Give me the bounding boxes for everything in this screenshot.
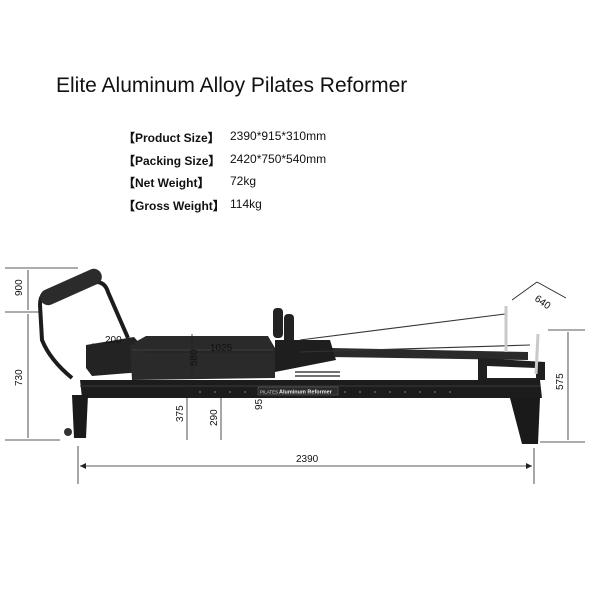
dim-label-width: 640: [532, 293, 552, 312]
headrest: [86, 337, 142, 376]
spec-label: 【Gross Weight】: [123, 198, 225, 213]
chrome-post: [534, 333, 540, 375]
spec-value: 114kg: [230, 196, 262, 211]
shoulder-block: [284, 314, 294, 344]
dim-label-carriage-length: 1025: [210, 343, 233, 354]
far-rail: [330, 348, 528, 360]
brand-plate-brand: PILATES: [260, 390, 278, 395]
reformer-illustration: PILATES Aluminum Reformer: [38, 268, 545, 444]
brand-plate-model: Aluminum Reformer: [279, 390, 333, 396]
dim-label-frame-height: 900: [14, 279, 25, 296]
head-end-leg: [72, 395, 88, 438]
dim-label-height: 730: [14, 369, 25, 386]
dimension-annotations: 900 730 200 580 1025 375 290 95 640 575: [5, 267, 585, 484]
carriage-pad: [130, 336, 275, 380]
dim-label-headrest: 200: [105, 335, 122, 346]
spec-value: 72kg: [230, 174, 257, 188]
dim-label-depth-b: 290: [209, 409, 220, 426]
dim-label-depth-c: 95: [254, 398, 265, 410]
rail-holes: [199, 391, 451, 393]
dim-label-carriage-width: 580: [189, 349, 200, 366]
caster-wheel: [64, 428, 72, 436]
dim-label-length: 2390: [296, 454, 319, 465]
spec-value: 2390*915*310mm: [230, 129, 327, 143]
spec-value: 2420*750*540mm: [230, 151, 327, 166]
product-title: Elite Aluminum Alloy Pilates Reformer: [56, 74, 408, 97]
spec-label: 【Net Weight】: [123, 176, 210, 190]
frame-pad: [40, 268, 102, 306]
spec-label: 【Product Size】: [123, 131, 220, 145]
rope: [299, 344, 531, 353]
foot-end-leg: [510, 398, 540, 444]
dim-label-end-height: 575: [555, 373, 566, 390]
rope: [299, 313, 506, 341]
spec-label: 【Packing Size】: [123, 153, 221, 168]
springs: [295, 371, 340, 377]
brand-plate: [257, 386, 339, 396]
shoulder-block: [273, 308, 283, 338]
dim-label-depth-a: 375: [175, 405, 186, 422]
